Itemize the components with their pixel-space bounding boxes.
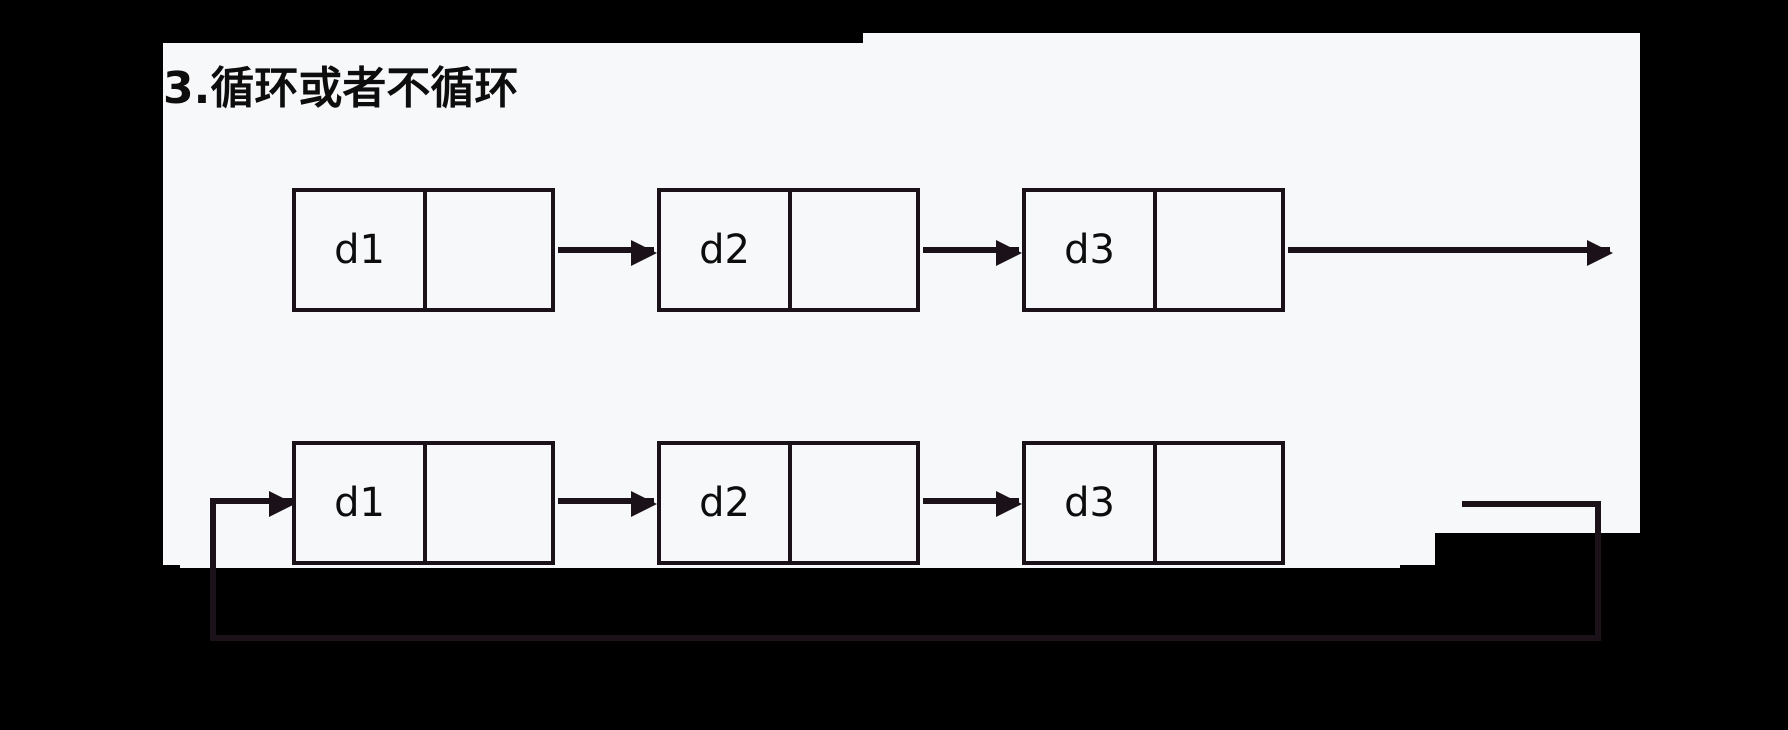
node-pointer-cell [427,445,551,561]
arrow-r2-d2-to-d3 [923,491,1022,517]
slide-title: 3.循环或者不循环 [163,63,519,114]
node-label: d2 [699,480,750,526]
node-pointer-cell [1157,445,1281,561]
slide-panel-top-notch [163,33,863,43]
loop-wire-right-down [1595,501,1601,641]
node-data-cell: d2 [661,192,792,308]
slide-panel-right-extent [1596,43,1640,533]
node-label: d3 [1064,480,1115,526]
arrow-r2-d1-to-d2 [558,491,657,517]
node-data-cell: d2 [661,445,792,561]
node-label: d3 [1064,227,1115,273]
list-node-r1-d3[interactable]: d3 [1022,188,1285,312]
node-data-cell: d1 [296,192,427,308]
arrow-loop-into-d1 [210,491,295,517]
list-node-r1-d1[interactable]: d1 [292,188,555,312]
loop-wire-bottom [210,635,1601,641]
node-pointer-cell [792,445,916,561]
loop-wire-exit-segment [1462,501,1601,507]
node-data-cell: d3 [1026,445,1157,561]
node-label: d1 [334,480,385,526]
list-node-r2-d1[interactable]: d1 [292,441,555,565]
arrow-r1-d3-to-null [1288,240,1613,266]
node-label: d2 [699,227,750,273]
arrow-r1-d2-to-d3 [923,240,1022,266]
node-pointer-cell [427,192,551,308]
node-data-cell: d3 [1026,192,1157,308]
node-pointer-cell [792,192,916,308]
list-node-r1-d2[interactable]: d2 [657,188,920,312]
loop-wire-left-up [210,498,216,638]
node-data-cell: d1 [296,445,427,561]
list-node-r2-d2[interactable]: d2 [657,441,920,565]
arrow-r1-d1-to-d2 [558,240,657,266]
node-pointer-cell [1157,192,1281,308]
list-node-r2-d3[interactable]: d3 [1022,441,1285,565]
node-label: d1 [334,227,385,273]
